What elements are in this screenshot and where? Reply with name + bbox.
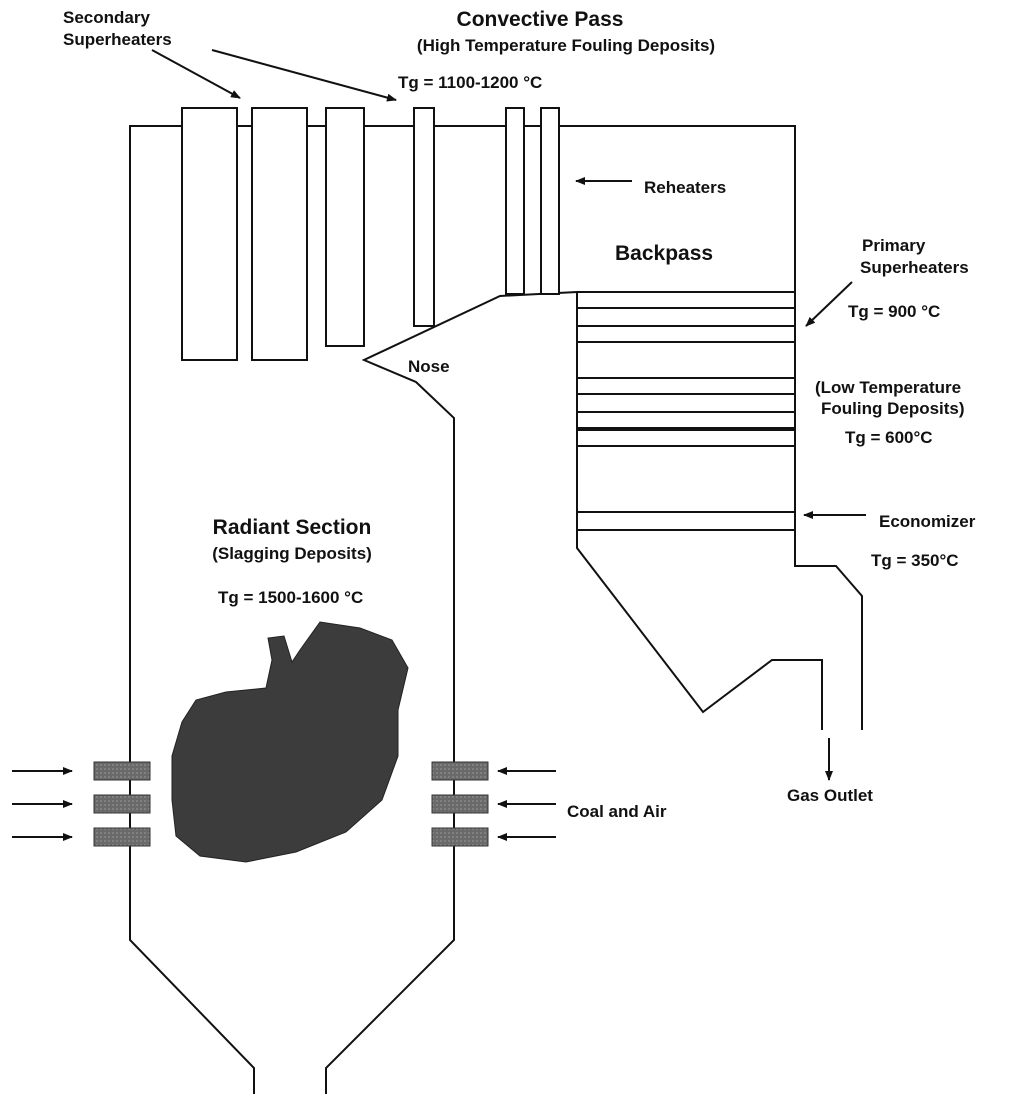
secondary-superheater-panel-2 [251, 107, 308, 361]
secondary-superheater-panel-1 [181, 107, 238, 361]
primary-superheater-arrow [805, 281, 853, 327]
label-convective-pass: Convective Pass [456, 8, 624, 31]
primary-superheater-bank-2 [576, 325, 796, 343]
burner-right-3 [431, 827, 489, 847]
label-primary-superheaters-1: Primary [862, 236, 926, 255]
low-temp-bank-2 [576, 411, 796, 429]
low-temp-bank-3 [576, 429, 796, 447]
label-high-temp-fouling: (High Temperature Fouling Deposits) [416, 36, 716, 55]
reheater-panel-2 [540, 107, 560, 295]
label-gas-outlet: Gas Outlet [787, 786, 873, 805]
label-secondary-superheaters-2: Superheaters [63, 30, 172, 49]
furnace-wall [129, 125, 863, 1094]
label-tg-economizer: Tg = 350°C [871, 551, 959, 570]
label-tg-radiant: Tg = 1500-1600 °C [218, 588, 364, 607]
secondary-superheater-arrow-1 [151, 49, 241, 99]
burner-left-2 [93, 794, 151, 814]
label-economizer: Economizer [879, 512, 976, 531]
secondary-superheater-arrow-2 [211, 49, 397, 102]
label-low-temp-fouling-1: (Low Temperature [815, 378, 962, 397]
burner-right-1 [431, 761, 489, 781]
burner-right-2 [431, 794, 489, 814]
label-backpass: Backpass [615, 242, 714, 265]
primary-superheater-bank-1 [576, 291, 796, 309]
flame-deposit [171, 621, 409, 863]
label-tg-low-temp: Tg = 600°C [845, 428, 933, 447]
label-primary-superheaters-2: Superheaters [860, 258, 969, 277]
label-coal-and-air: Coal and Air [567, 802, 667, 821]
label-tg-convective: Tg = 1100-1200 °C [398, 73, 543, 92]
label-tg-primary: Tg = 900 °C [848, 302, 941, 321]
label-nose: Nose [408, 357, 450, 376]
label-low-temp-fouling-2: Fouling Deposits) [821, 399, 965, 418]
burner-left-3 [93, 827, 151, 847]
reheater-panel-1 [505, 107, 525, 295]
burner-left-1 [93, 761, 151, 781]
label-radiant-section: Radiant Section [212, 516, 372, 539]
label-slagging-deposits: (Slagging Deposits) [212, 544, 372, 563]
label-secondary-superheaters-1: Secondary [63, 8, 150, 27]
secondary-superheater-panel-3 [325, 107, 365, 347]
label-reheaters: Reheaters [644, 178, 727, 197]
secondary-superheater-panel-4 [413, 107, 435, 327]
economizer-bank [576, 511, 796, 531]
low-temp-bank-1 [576, 377, 796, 395]
